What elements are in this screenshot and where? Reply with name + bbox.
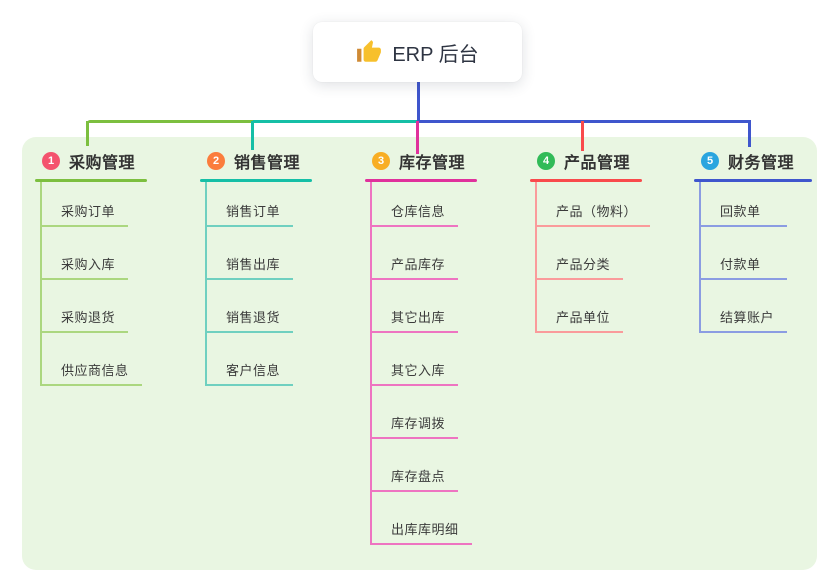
child-node-label: 产品分类 [556, 257, 611, 272]
branch-title: 产品管理 [564, 155, 631, 172]
branch-underline [530, 179, 642, 182]
connector-drop-product [581, 121, 584, 151]
connector-drop-finance [748, 120, 751, 147]
connector-drop-purchase [86, 121, 89, 146]
child-node[interactable]: 供应商信息 [42, 333, 142, 386]
child-node[interactable]: 付款单 [701, 227, 787, 280]
connector-root-drop [417, 82, 420, 123]
child-node-label: 其它入库 [391, 363, 446, 378]
branch-title: 销售管理 [234, 155, 301, 172]
child-node[interactable]: 出库库明细 [372, 492, 472, 545]
child-node-label: 产品库存 [391, 257, 446, 272]
child-node[interactable]: 销售订单 [207, 182, 294, 227]
child-node-label: 供应商信息 [61, 363, 129, 378]
child-node-label: 付款单 [720, 257, 761, 272]
branch-children: 采购订单 采购入库 采购退货 供应商信息 [40, 182, 142, 386]
child-node[interactable]: 销售出库 [207, 227, 294, 280]
child-node[interactable]: 产品单位 [537, 280, 624, 333]
child-node[interactable]: 产品分类 [537, 227, 624, 280]
connector-bus-teal [253, 120, 419, 123]
child-node[interactable]: 结算账户 [701, 280, 788, 333]
branch-underline [365, 179, 477, 182]
child-node[interactable]: 回款单 [701, 182, 787, 227]
connector-drop-inventory [416, 121, 419, 154]
branch-purchase: 1 采购管理 采购订单 采购入库 采购退货 供应商信息 [35, 148, 147, 386]
root-node[interactable]: ERP 后台 [313, 22, 522, 82]
child-node-label: 产品（物料） [556, 204, 638, 219]
branch-number-badge: 4 [537, 152, 555, 170]
child-node[interactable]: 库存调拨 [372, 386, 459, 439]
connector-bus-green [87, 120, 254, 123]
branch-header[interactable]: 2 销售管理 [200, 148, 312, 174]
child-node-label: 销售退货 [226, 310, 281, 325]
child-node[interactable]: 采购退货 [42, 280, 129, 333]
child-node[interactable]: 产品库存 [372, 227, 459, 280]
child-node-label: 销售出库 [226, 257, 281, 272]
child-node[interactable]: 采购入库 [42, 227, 129, 280]
branches-panel [22, 137, 817, 570]
child-node[interactable]: 其它出库 [372, 280, 459, 333]
branch-header[interactable]: 5 财务管理 [694, 148, 812, 174]
root-node-label: ERP 后台 [392, 43, 479, 66]
branch-children: 销售订单 销售出库 销售退货 客户信息 [205, 182, 294, 386]
child-node-label: 结算账户 [720, 310, 775, 325]
child-node-label: 出库库明细 [391, 522, 459, 537]
child-node-label: 采购订单 [61, 204, 116, 219]
connector-bus-blue [417, 120, 751, 123]
branch-inventory: 3 库存管理 仓库信息 产品库存 其它出库 其它入库 库存调拨 库存盘点 出库库… [365, 148, 477, 545]
branch-children: 回款单 付款单 结算账户 [699, 182, 788, 333]
branch-number-badge: 1 [42, 152, 60, 170]
branch-header[interactable]: 1 采购管理 [35, 148, 147, 174]
branch-product: 4 产品管理 产品（物料） 产品分类 产品单位 [530, 148, 651, 333]
branch-sales: 2 销售管理 销售订单 销售出库 销售退货 客户信息 [200, 148, 312, 386]
branch-title: 财务管理 [728, 155, 795, 172]
branch-number-badge: 2 [207, 152, 225, 170]
child-node-label: 回款单 [720, 204, 761, 219]
child-node[interactable]: 客户信息 [207, 333, 294, 386]
branch-underline [35, 179, 147, 182]
child-node[interactable]: 销售退货 [207, 280, 294, 333]
branch-children: 产品（物料） 产品分类 产品单位 [535, 182, 651, 333]
child-node-label: 采购入库 [61, 257, 116, 272]
child-node[interactable]: 仓库信息 [372, 182, 459, 227]
child-node[interactable]: 其它入库 [372, 333, 459, 386]
branch-number-badge: 5 [701, 152, 719, 170]
thumbs-up-icon [356, 39, 382, 65]
child-node[interactable]: 采购订单 [42, 182, 129, 227]
child-node-label: 销售订单 [226, 204, 281, 219]
child-node-label: 库存调拨 [391, 416, 446, 431]
branch-children: 仓库信息 产品库存 其它出库 其它入库 库存调拨 库存盘点 出库库明细 [370, 182, 472, 545]
branch-underline [200, 179, 312, 182]
branch-number-badge: 3 [372, 152, 390, 170]
child-node[interactable]: 库存盘点 [372, 439, 459, 492]
connector-drop-sales [251, 121, 254, 150]
branch-finance: 5 财务管理 回款单 付款单 结算账户 [694, 148, 812, 333]
child-node-label: 库存盘点 [391, 469, 446, 484]
child-node-label: 产品单位 [556, 310, 611, 325]
branch-underline [694, 179, 812, 182]
branch-title: 采购管理 [69, 155, 136, 172]
branch-title: 库存管理 [399, 155, 466, 172]
child-node-label: 仓库信息 [391, 204, 446, 219]
child-node-label: 其它出库 [391, 310, 446, 325]
branch-header[interactable]: 3 库存管理 [365, 148, 477, 174]
child-node-label: 客户信息 [226, 363, 281, 378]
child-node-label: 采购退货 [61, 310, 116, 325]
branch-header[interactable]: 4 产品管理 [530, 148, 650, 174]
child-node[interactable]: 产品（物料） [537, 182, 651, 227]
